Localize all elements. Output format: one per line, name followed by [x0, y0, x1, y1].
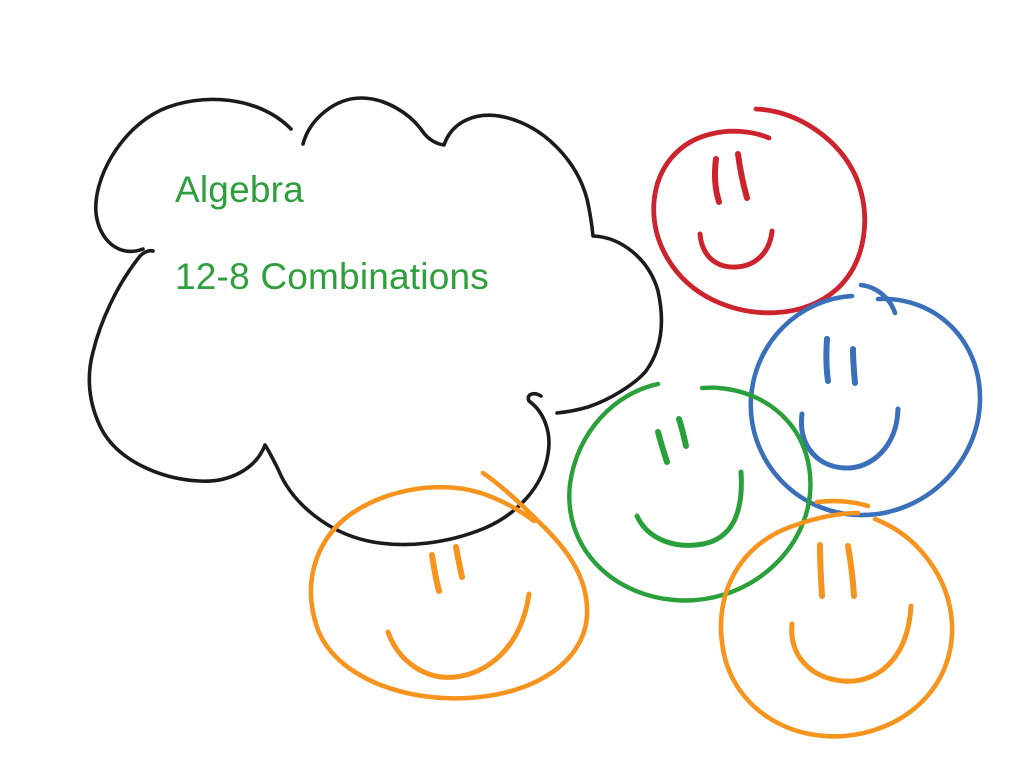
green-smiley-left-eye: [655, 429, 670, 465]
green-smiley-head: [567, 381, 813, 603]
cloud-bottom-lobes: [87, 248, 551, 547]
green-smiley-right-eye: [676, 416, 689, 449]
red-smiley-left-eye: [712, 156, 722, 205]
orange-smiley-left-right-eye: [453, 544, 465, 580]
orange-smiley-right-head: [718, 510, 955, 739]
blue-smiley-head: [748, 293, 983, 518]
cloud-title-line2: 12-8 Combinations: [175, 256, 489, 297]
red-smiley-mouth: [697, 228, 775, 270]
orange-smiley-left-head: [308, 470, 590, 701]
blue-smiley-right-eye: [850, 346, 858, 386]
orange-smiley-left-face: [308, 470, 590, 701]
cloud-top-right-lobes: [301, 96, 664, 415]
green-smiley-mouth: [634, 469, 744, 548]
red-smiley-head: [651, 106, 868, 316]
cloud-top-left-lobe: [94, 97, 293, 254]
cloud-outline: [87, 96, 664, 547]
cloud-title-line1: Algebra: [175, 169, 304, 210]
blue-smiley-face: [748, 282, 983, 518]
orange-smiley-right-left-eye: [817, 542, 825, 599]
orange-smiley-left-left-eye: [429, 552, 442, 594]
orange-smiley-right-right-eye: [845, 543, 857, 599]
blue-smiley-mouth: [799, 406, 901, 471]
orange-smiley-right-head-accent-stroke: [814, 498, 871, 509]
blue-smiley-head-accent-stroke: [858, 282, 898, 316]
blue-smiley-left-eye: [823, 336, 831, 384]
orange-smiley-right-face: [718, 498, 955, 739]
green-smiley-face: [567, 381, 813, 603]
orange-smiley-left-mouth: [385, 591, 532, 680]
red-smiley-right-eye: [735, 151, 750, 201]
orange-smiley-right-mouth: [789, 603, 914, 684]
red-smiley-face: [651, 106, 868, 316]
